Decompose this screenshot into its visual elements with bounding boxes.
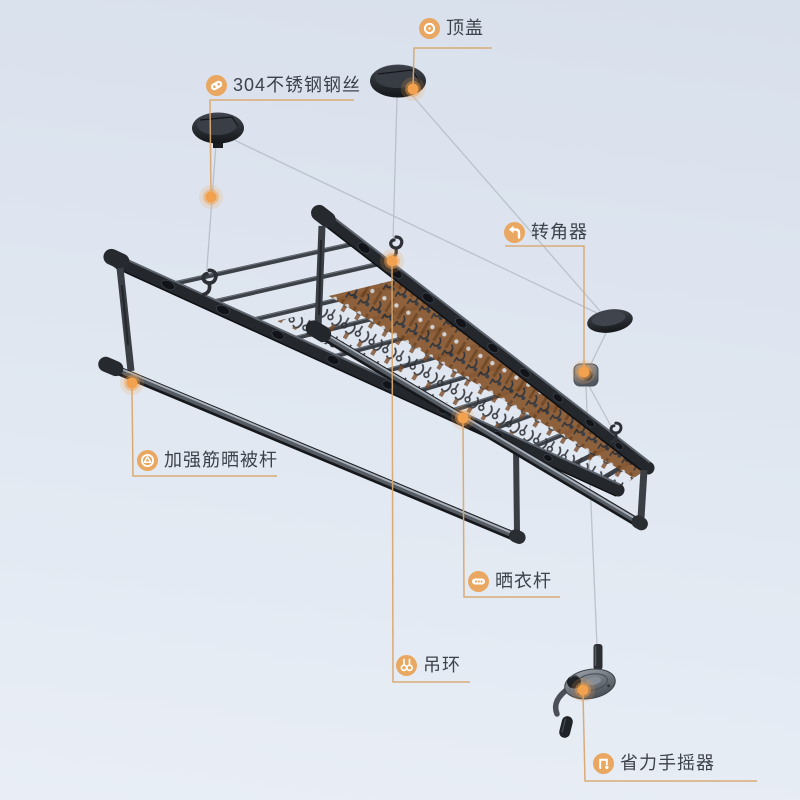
- near-rail-end-cap: [103, 248, 130, 270]
- ceiling-cover-left: [192, 112, 244, 148]
- far-rail: [311, 204, 655, 475]
- label-quilt-rod: 加强筋晒被杆: [137, 449, 278, 471]
- wire-pulley-to-hook: [588, 385, 613, 429]
- ring-icon: [419, 17, 440, 39]
- turn-arrow-icon: [504, 221, 525, 243]
- leader-quilt-rod: [131, 387, 277, 477]
- wire-left-to-corner: [231, 138, 598, 314]
- tube-right-cap: [631, 515, 648, 531]
- wire-left-vertical: [205, 143, 217, 282]
- rod-icon: [468, 570, 489, 592]
- label-hand-crank-text: 省力手摇器: [620, 753, 715, 773]
- crank-icon: [593, 752, 614, 774]
- marker-dots: [120, 77, 596, 702]
- label-corner-device-text: 转角器: [531, 222, 588, 242]
- leader-clothes-rod: [462, 422, 560, 598]
- label-top-cover-text: 顶盖: [446, 18, 484, 38]
- hook-left: [201, 268, 218, 297]
- label-hanging-ring: 吊环: [396, 654, 461, 676]
- tube-left-joint: [305, 320, 332, 343]
- tube-section-icon: [137, 449, 158, 471]
- rod-supports-far: [314, 225, 648, 519]
- far-rail-end-cap: [311, 204, 336, 228]
- label-steel-wire: 304不锈钢钢丝: [206, 74, 361, 96]
- label-clothes-rod-text: 晒衣杆: [495, 571, 552, 591]
- label-steel-wire-text: 304不锈钢钢丝: [233, 75, 362, 95]
- hanging-clips-row: [277, 305, 634, 487]
- quilt-rod-right-cap: [508, 529, 526, 544]
- label-corner-device: 转角器: [504, 221, 588, 243]
- label-hand-crank: 省力手摇器: [593, 752, 715, 774]
- corner-device-disc: [587, 309, 633, 333]
- chain-link-icon: [206, 74, 227, 96]
- hook-right: [609, 421, 623, 444]
- leader-top-cover: [412, 47, 492, 92]
- leader-steel-wire: [209, 99, 354, 197]
- crank-knob: [567, 675, 581, 689]
- wire-top-vertical: [392, 96, 398, 243]
- label-hanging-ring-text: 吊环: [423, 655, 461, 675]
- leader-hanging-ring: [391, 264, 470, 683]
- label-clothes-rod: 晒衣杆: [468, 570, 552, 592]
- quilt-drying-rod: [98, 356, 526, 544]
- hand-crank-assembly: [552, 644, 616, 738]
- clip-strip-band: [329, 280, 647, 478]
- quilt-rod-left-cap: [98, 356, 124, 377]
- label-top-cover: 顶盖: [419, 17, 484, 39]
- clothes-drying-tube: [305, 320, 648, 531]
- double-hook-icon: [396, 654, 417, 676]
- crank-grip: [559, 716, 573, 738]
- leader-lines: [131, 47, 757, 782]
- label-quilt-rod-text: 加强筋晒被杆: [164, 450, 278, 470]
- rod-supports-near: [116, 267, 520, 533]
- wire-corner-to-pulley: [588, 330, 608, 369]
- leader-corner-device: [505, 245, 585, 369]
- wire-top-to-corner: [410, 93, 601, 312]
- leader-hand-crank: [582, 693, 757, 782]
